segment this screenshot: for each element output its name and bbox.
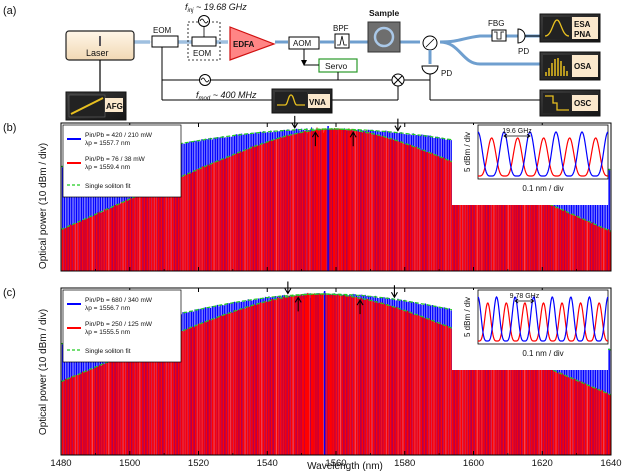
laser-label: Laser (86, 48, 109, 58)
spectrum-panel-c: 1480 1500 1520 1540 1560 1580 1600 1620 1640 Pin/… (50, 281, 622, 469)
arrow-down-marker (284, 281, 292, 295)
inset-y-label: 5 dBm / div (463, 132, 472, 172)
panel-label-a: (a) (3, 5, 16, 17)
inset-blue-trace (477, 131, 609, 177)
eom2-box (191, 36, 217, 47)
legend-label: Single soliton fit (85, 348, 131, 355)
osa-label: OSA (574, 62, 592, 71)
x-tick-label: 1560 (325, 458, 346, 469)
edfa-amplifier (229, 26, 276, 61)
fbg-label: FBG (488, 19, 504, 28)
x-tick-label: 1480 (50, 458, 71, 469)
y-axis-label-c: Optical power (10 dBm / div) (38, 309, 49, 435)
photodiode2-icon (517, 28, 526, 44)
edfa-label: EDFA (233, 40, 255, 49)
y-axis-label-b: Optical power (10 dBm / div) (38, 143, 49, 269)
inset-x-label: 0.1 nm / div (522, 184, 563, 193)
x-tick-label: 1600 (463, 458, 484, 469)
eom2-label: EOM (193, 49, 212, 58)
arrow-down-marker (394, 118, 402, 132)
inset-annotation: 9.78 GHz (510, 293, 540, 300)
sample-chip (367, 21, 401, 53)
inset-annotation: 19.6 GHz (502, 128, 532, 135)
esa-label: ESA (574, 20, 591, 29)
eom1-label: EOM (153, 26, 172, 35)
sample-label: Sample (369, 8, 400, 18)
x-axis-label: Wavelength (nm) (307, 461, 383, 472)
x-tick-label: 1580 (394, 458, 415, 469)
legend-label: Pin/Pb = 420 / 210 mW (85, 132, 153, 139)
finj-label: finj ~ 19.68 GHz (185, 2, 247, 14)
legend-label: Pin/Pb = 76 / 38 mW (85, 156, 146, 163)
inset-plot: 9.78 GHz 5 dBm / div 0.1 nm / div (452, 289, 609, 370)
legend-label: Pin/Pb = 250 / 125 mW (85, 321, 153, 328)
afg-label: AFG (106, 102, 123, 111)
inset-plot: 19.6 GHz 5 dBm / div 0.1 nm / div (452, 124, 609, 205)
eom1-box (151, 35, 179, 48)
legend-sublabel: λp = 1555.5 nm (85, 329, 130, 336)
inset-red-trace (478, 137, 608, 177)
series-red-comb (61, 292, 611, 455)
inset-x-label: 0.1 nm / div (522, 349, 563, 358)
inset-y-label: 5 dBm / div (463, 297, 472, 337)
arrow-down-marker (390, 285, 398, 299)
osc-label: OSC (574, 99, 592, 108)
photodiode-icon (421, 65, 439, 75)
fmod-label: fmod ~ 400 MHz (196, 90, 257, 102)
vna-label: VNA (309, 98, 326, 107)
panel-label-b: (b) (3, 122, 16, 134)
arrow-up-marker (349, 131, 357, 147)
pna-label: PNA (574, 30, 591, 39)
pd2-label: PD (518, 47, 529, 56)
legend-label: Single soliton fit (85, 183, 131, 190)
fbg-box (491, 29, 507, 42)
x-tick-label: 1540 (257, 458, 278, 469)
aom-label: AOM (293, 39, 312, 48)
osa-spectrum-icon (545, 58, 568, 76)
setup-diagram: (a) Laser AFG EOM (3, 2, 601, 121)
arrow-down-marker (291, 115, 299, 129)
x-tick-label: 1640 (600, 458, 621, 469)
bpf-box (334, 33, 350, 49)
bpf-label: BPF (333, 24, 349, 33)
inset-red-trace (478, 302, 608, 342)
legend-sublabel: λp = 1556.7 nm (85, 305, 130, 312)
arrow-up-marker (356, 299, 364, 315)
legend-label: Pin/Pb = 680 / 340 mW (85, 297, 153, 304)
servo-label: Servo (325, 61, 347, 71)
legend-sublabel: λp = 1557.7 nm (85, 140, 130, 147)
x-tick-label: 1620 (532, 458, 553, 469)
panel-label-c: (c) (3, 287, 16, 299)
arrow-up-marker (294, 296, 302, 312)
legend-sublabel: λp = 1559.4 nm (85, 164, 130, 171)
x-tick-label: 1500 (119, 458, 140, 469)
x-tick-label: 1520 (188, 458, 209, 469)
pd1-label: PD (441, 69, 452, 78)
inset-blue-trace (477, 296, 609, 342)
arrow-up-marker (311, 131, 319, 147)
series-red-comb (61, 127, 611, 271)
